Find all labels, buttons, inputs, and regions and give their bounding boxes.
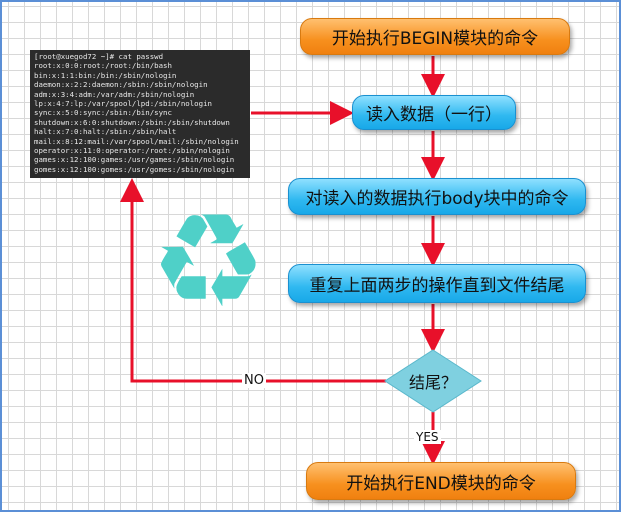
terminal-line: mail:x:8:12:mail:/var/spool/mail:/sbin/n… — [34, 136, 239, 146]
terminal-line: operator:x:11:0:operator:/root:/sbin/nol… — [34, 146, 230, 156]
arrow-no-loop — [120, 178, 386, 383]
read-line-block: 读入数据（一行） — [352, 95, 516, 130]
terminal-line: daemon:x:2:2:daemon:/sbin:/sbin/nologin — [34, 80, 208, 90]
terminal-line: bin:x:1:1:bin:/bin:/sbin/nologin — [34, 70, 177, 80]
terminal-line: sync:x:5:0:sync:/sbin:/bin/sync — [34, 108, 172, 118]
end-block: 开始执行END模块的命令 — [306, 462, 576, 500]
terminal-line: games:x:12:100:games:/usr/games:/sbin/no… — [34, 155, 235, 165]
repeat-block: 重复上面两步的操作直到文件结尾 — [288, 264, 586, 303]
terminal-line: [root@xuegod72 ~]# cat passwd — [34, 52, 164, 61]
decision-label: 结尾？ — [408, 373, 457, 392]
body-block: 对读入的数据执行body块中的命令 — [288, 178, 586, 215]
terminal-line: lp:x:4:7:lp:/var/spool/lpd:/sbin/nologin — [34, 99, 212, 109]
terminal-line: root:x:0:0:root:/root:/bin/bash — [34, 61, 172, 71]
terminal-line: shutdown:x:6:0:shutdown:/sbin:/sbin/shut… — [34, 117, 230, 127]
yes-label: YES — [414, 430, 441, 444]
recycle-icon: ♻ — [150, 185, 267, 337]
terminal-line: gomes:x:12:100:gomes:/usr/gomes:/sbin/no… — [34, 164, 235, 174]
decision-diamond — [384, 349, 482, 413]
terminal-line: halt:x:7:0:halt:/sbin:/sbin/halt — [34, 127, 177, 137]
no-label: NO — [242, 373, 266, 388]
begin-block: 开始执行BEGIN模块的命令 — [300, 18, 570, 55]
terminal-line: adm:x:3:4:adm:/var/adm:/sbin/nologin — [34, 89, 195, 99]
